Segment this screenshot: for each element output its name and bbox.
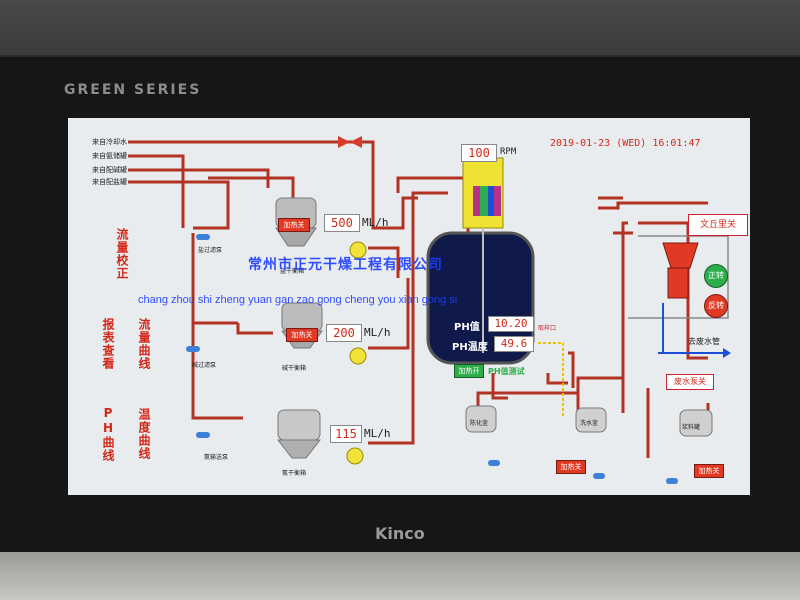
alkali-flow-unit: ML/h [364,326,391,339]
watermark-pinyin: chang zhou shi zheng yuan gan zao gong c… [138,294,458,306]
ammonia-flow-input[interactable]: 115 [330,425,362,443]
temp-curve-button[interactable]: 温度曲线 [137,408,151,460]
salt-heat-toggle[interactable]: 加热关 [278,218,310,232]
wash-tank-label: 洗水釜 [580,420,599,427]
slurry-tank-label: 浆料罐 [682,424,701,431]
ammonia-meter-label: 氨干衡箱 [282,470,307,477]
alkali-pump-label: 碱过滤泵 [192,362,217,369]
ph-curve-button[interactable]: PH曲线 [101,406,115,462]
alkali-heat-toggle[interactable]: 加热关 [286,328,318,342]
watermark-chinese: 常州市正元干燥工程有限公司 [248,257,443,273]
salt-meter-label: 盐干衡箱 [280,268,305,275]
reactor-status: PH值测试 [488,367,525,376]
reverse-button[interactable]: 反转 [704,294,728,318]
temp-label: PH温度 [452,342,488,353]
pipe-network [128,136,731,484]
salt-flow-unit: ML/h [362,216,389,229]
series-label: GREEN SERIES [64,82,202,98]
alkali-meter-label: 碱干衡箱 [282,365,307,372]
forward-button[interactable]: 正转 [704,264,728,288]
wash-heat-toggle[interactable]: 加热关 [556,460,586,474]
background-wall [0,0,800,58]
source-salt-tank: 来自配盐罐 [92,178,127,186]
alkali-flow-input[interactable]: 200 [326,324,362,342]
hmi-screen: 2019-01-23 (WED) 16:01:47 100 RPM 来自冷却水 … [68,118,750,495]
ammonia-pump-label: 氨输送泵 [204,454,229,461]
reactor-heat-toggle[interactable]: 加热开 [454,364,484,378]
ph-label: PH值 [454,322,480,333]
ammonia-flow-unit: ML/h [364,427,391,440]
aging-tank-label: 陈化釜 [470,420,489,427]
flow-curve-button[interactable]: 流量曲线 [137,318,151,370]
report-view-button[interactable]: 报表查看 [101,318,115,370]
sample-port-label: 取样口 [538,325,557,332]
source-ammonia-tank: 来自氨储罐 [92,152,127,160]
brand-logo: Kinco [375,524,425,543]
temp-value: 49.6 [494,336,534,352]
slurry-heat-toggle[interactable]: 加热关 [694,464,724,478]
system-datetime: 2019-01-23 (WED) 16:01:47 [550,138,701,149]
rpm-unit: RPM [500,147,517,157]
salt-pump-label: 盐过滤泵 [198,247,223,254]
salt-flow-input[interactable]: 500 [324,214,360,232]
waste-pump-toggle[interactable]: 废水泵关 [666,374,714,390]
source-alkali-tank: 来自配碱罐 [92,166,127,174]
source-cooling-water: 来自冷却水 [92,138,127,146]
flow-calibration-button[interactable]: 流量校正 [115,228,129,280]
venturi-toggle[interactable]: 文丘里关 [688,214,748,236]
waste-pipe-label: 去废水管 [688,337,720,346]
ph-value: 10.20 [488,316,534,332]
rpm-input[interactable]: 100 [461,144,497,162]
background-floor [0,552,800,600]
